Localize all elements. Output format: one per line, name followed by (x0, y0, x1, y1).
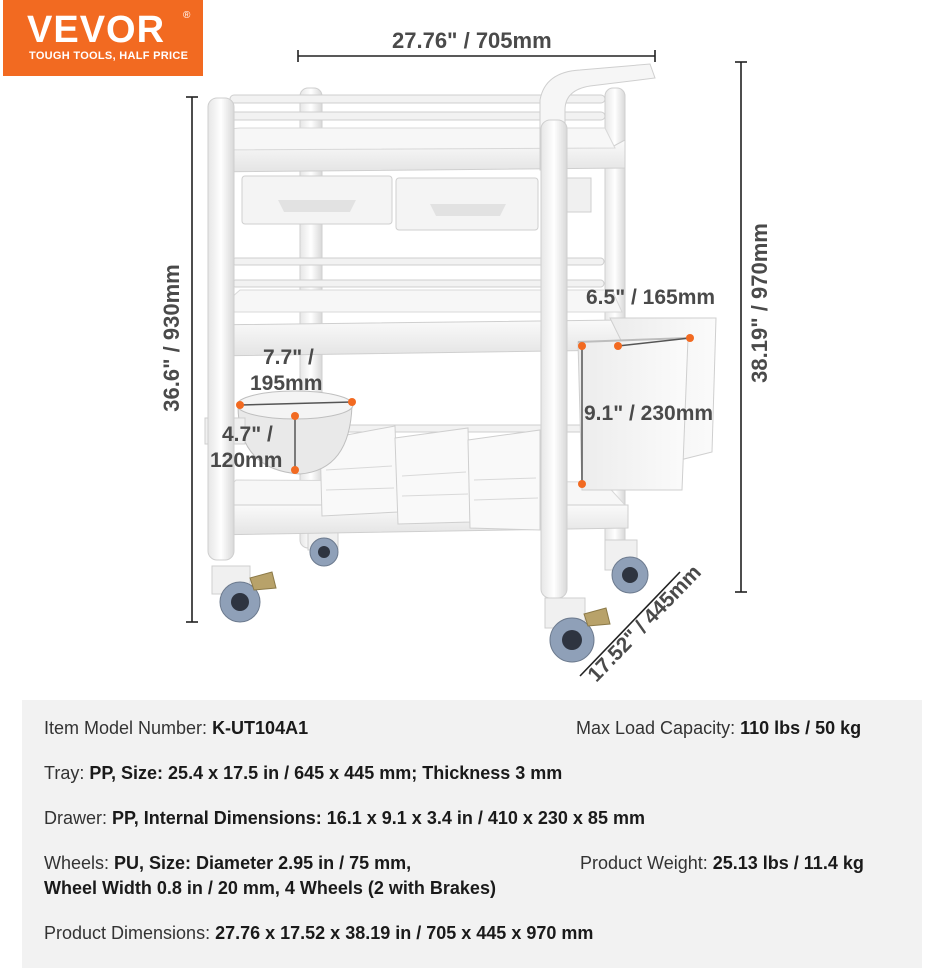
spec-wheels: Wheels: PU, Size: Diameter 2.95 in / 75 … (44, 853, 411, 874)
handle-height-label: 36.6" / 930mm (159, 264, 184, 412)
spec-drawer-value: PP, Internal Dimensions: 16.1 x 9.1 x 3.… (112, 808, 645, 828)
bin-width-label: 6.5" / 165mm (586, 286, 716, 309)
spec-load: Max Load Capacity: 110 lbs / 50 kg (576, 718, 861, 739)
front-wheels (211, 565, 611, 663)
spec-drawer: Drawer: PP, Internal Dimensions: 16.1 x … (44, 808, 645, 829)
spec-model-value: K-UT104A1 (212, 718, 309, 738)
side-bins (577, 317, 717, 491)
bowl-height-label-line2: 120mm (210, 449, 283, 472)
bowl-height-label-line1: 4.7" / (222, 423, 273, 446)
spec-wheels-line2: Wheel Width 0.8 in / 20 mm, 4 Wheels (2 … (44, 878, 496, 899)
logo-tagline: TOUGH TOOLS, HALF PRICE (29, 50, 189, 62)
spec-wheels-value-line2: Wheel Width 0.8 in / 20 mm, 4 Wheels (2 … (44, 878, 496, 898)
spec-weight: Product Weight: 25.13 lbs / 11.4 kg (580, 853, 864, 874)
spec-weight-value: 25.13 lbs / 11.4 kg (712, 853, 864, 873)
spec-model: Item Model Number: K-UT104A1 (44, 718, 308, 739)
measure-dots (236, 334, 694, 488)
spec-drawer-label: Drawer: (44, 808, 113, 828)
spec-tray-value: PP, Size: 25.4 x 17.5 in / 645 x 445 mm;… (89, 763, 563, 783)
spec-dimensions-label: Product Dimensions: (44, 923, 216, 943)
width-label: 27.76" / 705mm (392, 28, 552, 53)
baskets (319, 425, 541, 531)
spec-weight-label: Product Weight: (580, 853, 713, 873)
trolley-illustration (186, 50, 747, 677)
spec-tray-label: Tray: (44, 763, 90, 783)
logo-brand: VEVOR (27, 9, 166, 51)
measure-markers (239, 337, 691, 484)
bin-height-label: 9.1" / 230mm (584, 402, 714, 425)
logo-registered-mark: ® (183, 10, 191, 21)
spec-model-label: Item Model Number: (44, 718, 213, 738)
spec-wheels-value-line1: PU, Size: Diameter 2.95 in / 75 mm, (114, 853, 412, 873)
spec-dimensions: Product Dimensions: 27.76 x 17.52 x 38.1… (44, 923, 593, 944)
bowl-diameter-label-line1: 7.7" / (263, 346, 314, 369)
spec-load-value: 110 lbs / 50 kg (740, 718, 862, 738)
top-shelf (207, 63, 656, 173)
vevor-logo: VEVOR ® TOUGH TOOLS, HALF PRICE (3, 0, 203, 76)
drawers (241, 175, 592, 231)
spec-load-label: Max Load Capacity: (576, 718, 741, 738)
spec-dimensions-value: 27.76 x 17.52 x 38.19 in / 705 x 445 x 9… (215, 923, 594, 943)
bowl-diameter-label-line2: 195mm (250, 372, 323, 395)
dimension-lines (186, 50, 747, 677)
total-height-label: 38.19" / 970mm (747, 223, 772, 383)
spec-tray: Tray: PP, Size: 25.4 x 17.5 in / 645 x 4… (44, 763, 562, 784)
specifications-panel: Item Model Number: K-UT104A1 Max Load Ca… (22, 700, 922, 968)
back-wheels (307, 527, 649, 594)
spec-wheels-label: Wheels: (44, 853, 115, 873)
